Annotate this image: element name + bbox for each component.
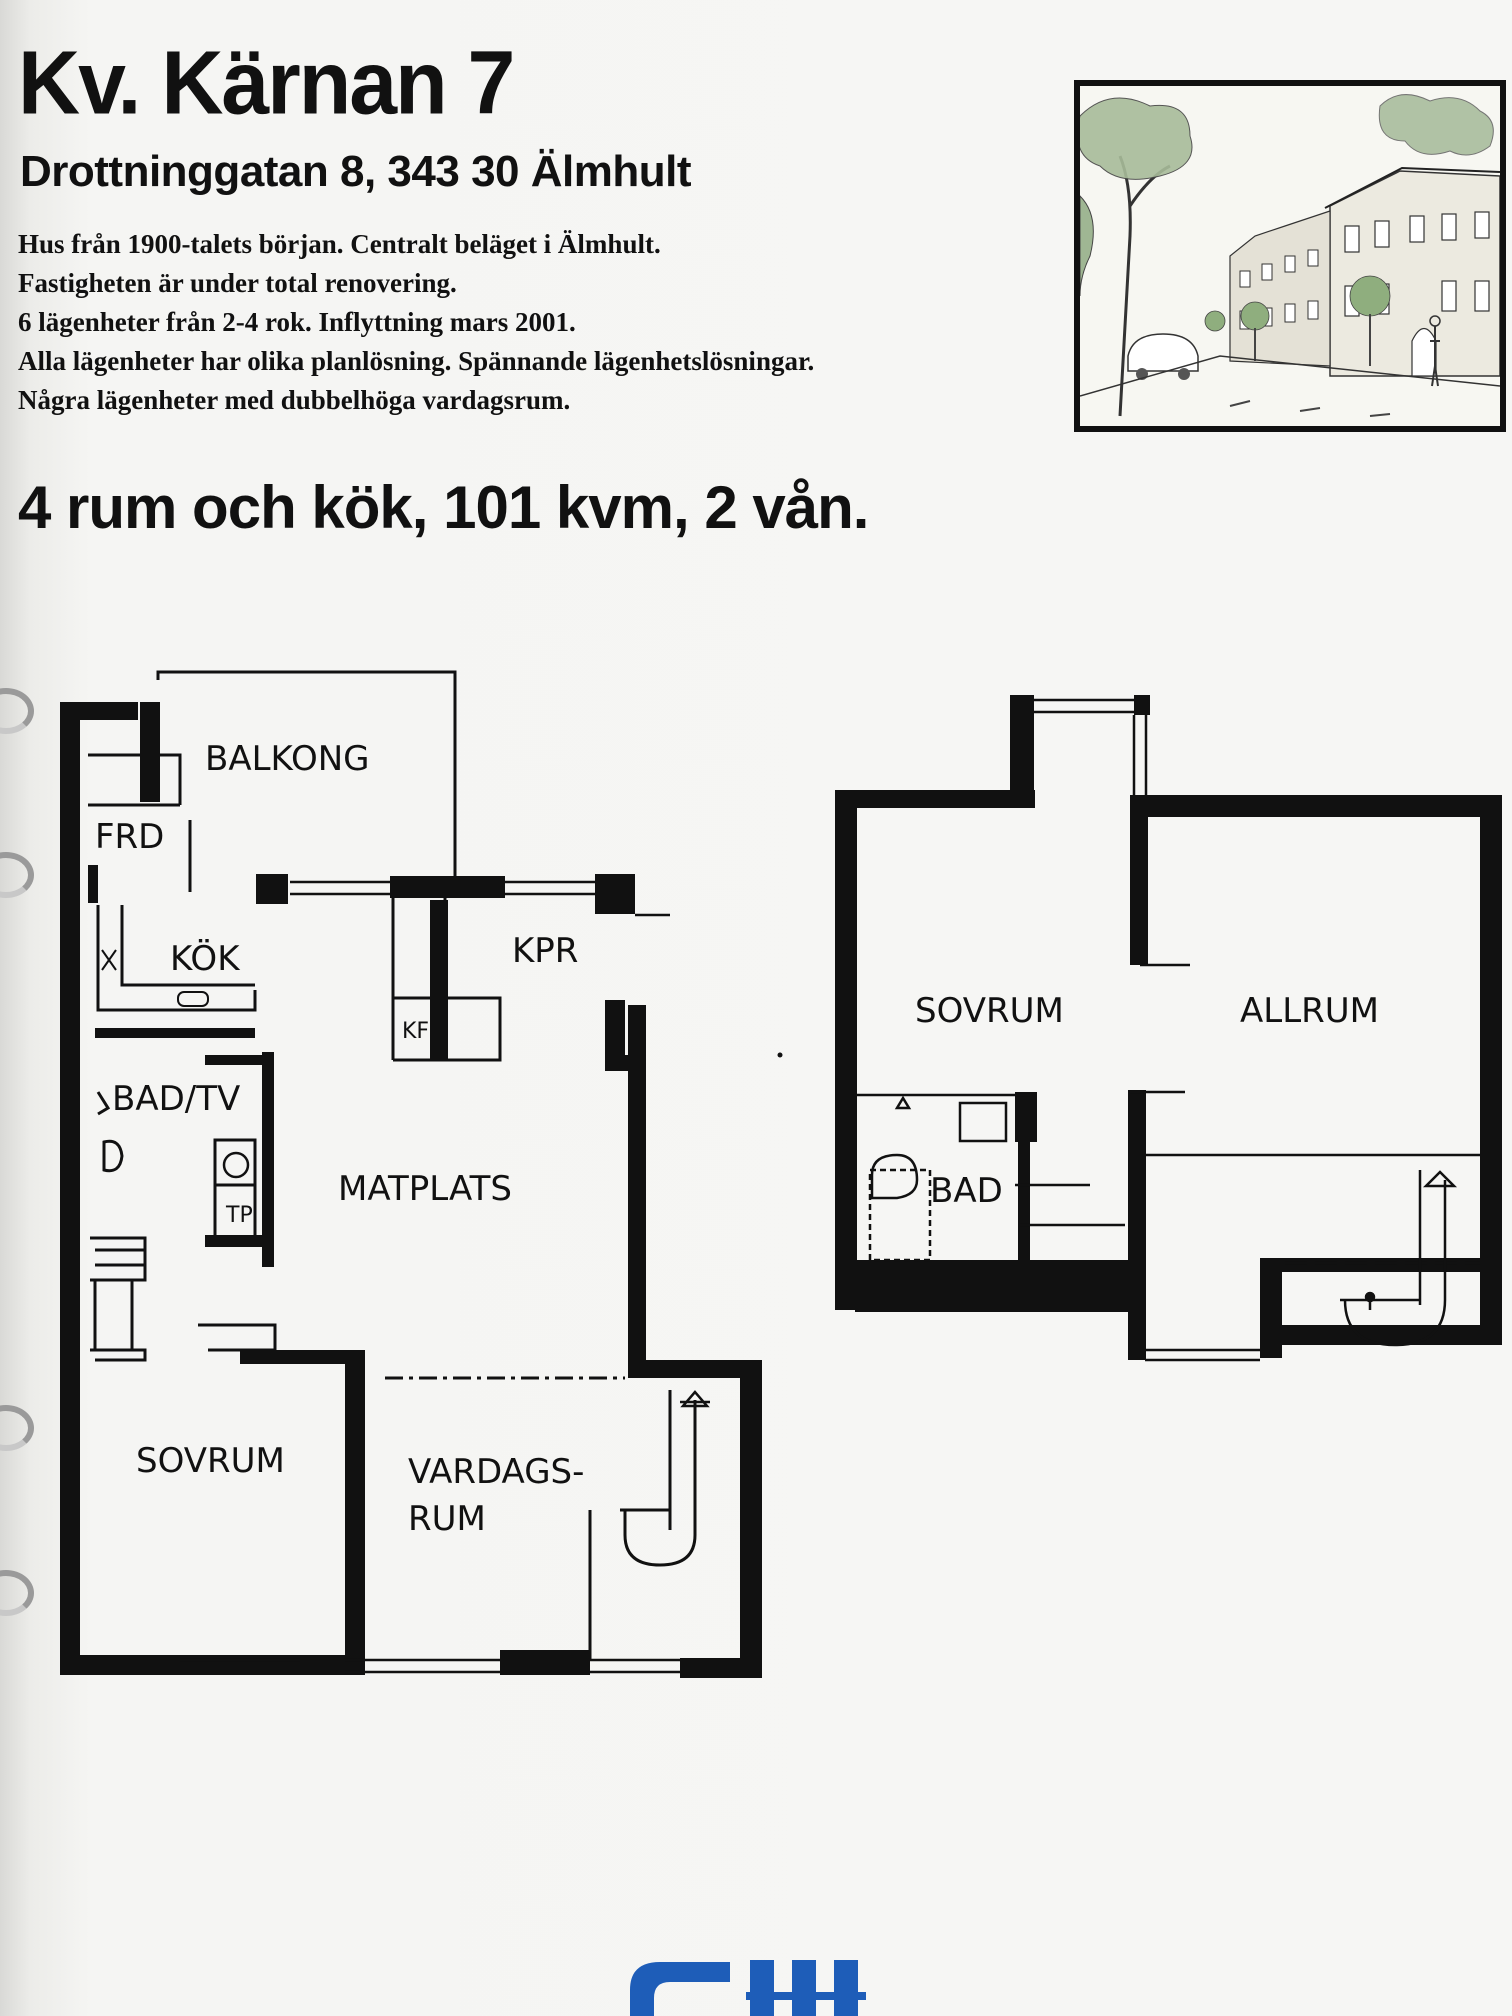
description-line: 6 lägenheter från 2-4 rok. Inflyttning m… xyxy=(18,307,576,337)
label-bad-tv: BAD/TV xyxy=(112,1079,240,1119)
label-allrum: ALLRUM xyxy=(1240,991,1379,1031)
property-title: Kv. Kärnan 7 xyxy=(18,32,515,134)
description-line: Alla lägenheter har olika planlösning. S… xyxy=(18,346,815,376)
label-tp: TP xyxy=(225,1203,253,1228)
description-line: Fastigheten är under total renovering. xyxy=(18,268,457,298)
label-sovrum-1: SOVRUM xyxy=(136,1441,285,1481)
property-description: Hus från 1900-talets början. Centralt be… xyxy=(18,225,814,420)
label-sovrum-2: SOVRUM xyxy=(915,991,1064,1031)
label-balkong: BALKONG xyxy=(205,739,370,779)
description-line: Några lägenheter med dubbelhöga vardagsr… xyxy=(18,385,571,415)
binder-ring xyxy=(0,852,34,898)
label-kpr: KPR xyxy=(512,931,578,971)
labels-level-1: BALKONG FRD KÖK KPR KF BAD/TV TP MATPLAT… xyxy=(95,739,584,1539)
street-sketch-drawing xyxy=(1080,94,1500,417)
street-sketch-illustration xyxy=(1074,80,1506,432)
label-matplats: MATPLATS xyxy=(338,1169,512,1209)
floor-plan-level-2 xyxy=(835,695,1502,1362)
apartment-summary: 4 rum och kök, 101 kvm, 2 vån. xyxy=(18,474,869,541)
label-bad: BAD xyxy=(930,1171,1003,1211)
floor-plans: BALKONG FRD KÖK KPR KF BAD/TV TP MATPLAT… xyxy=(60,670,1502,1678)
description-line: Hus från 1900-talets början. Centralt be… xyxy=(18,229,661,259)
label-kf: KF xyxy=(402,1019,429,1044)
label-vardagsrum-line2: RUM xyxy=(408,1499,486,1539)
label-kok: KÖK xyxy=(170,938,241,979)
binder-ring xyxy=(0,1570,34,1616)
label-frd: FRD xyxy=(95,817,164,857)
labels-level-2: SOVRUM ALLRUM BAD xyxy=(915,991,1379,1211)
company-logo xyxy=(630,1960,866,2016)
property-address: Drottninggatan 8, 343 30 Älmhult xyxy=(20,147,691,196)
label-vardagsrum-line1: VARDAGS- xyxy=(408,1452,584,1492)
binder-ring xyxy=(0,688,34,734)
binder-ring xyxy=(0,1405,34,1451)
floor-plan-level-1 xyxy=(60,670,783,1678)
